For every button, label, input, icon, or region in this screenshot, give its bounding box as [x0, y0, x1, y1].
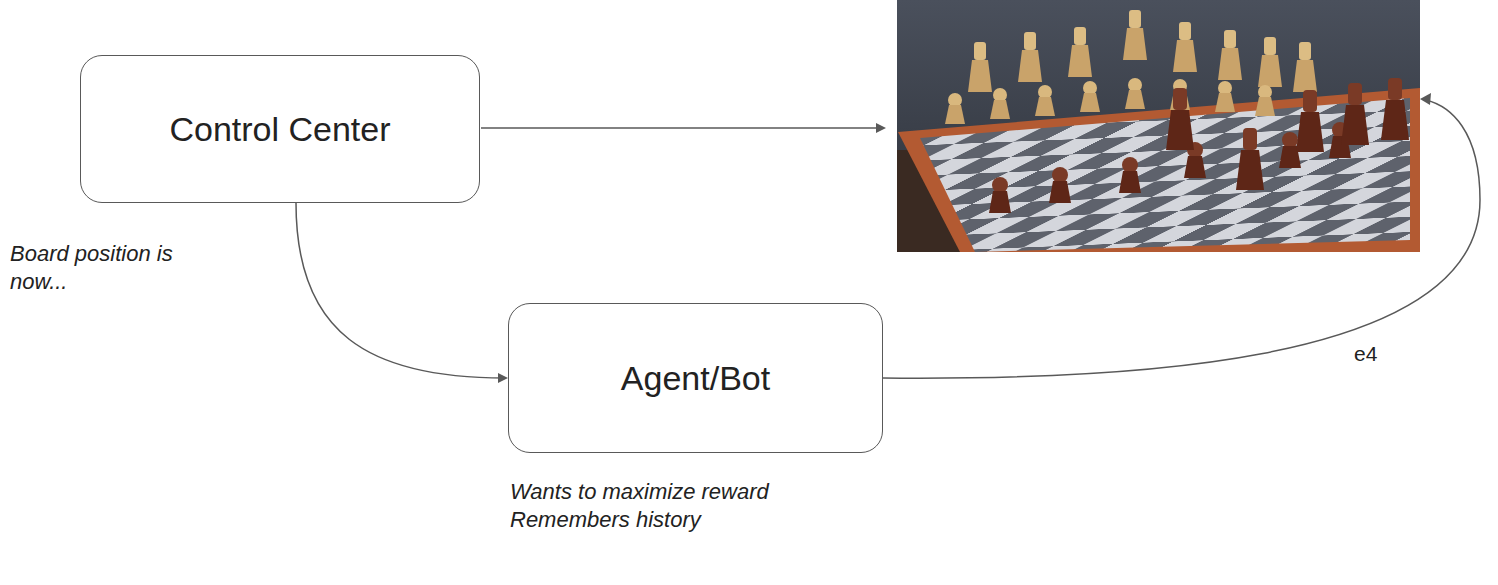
box-label: Control Center: [169, 110, 390, 149]
connector: [296, 203, 508, 383]
arrowhead: [876, 123, 886, 133]
command-arrow: [481, 127, 880, 129]
agent-note: Remembers history: [510, 506, 701, 534]
box-label: Agent/Bot: [621, 359, 770, 398]
process-box: Agent/Bot: [508, 303, 883, 453]
process-box: Control Center: [80, 55, 480, 203]
move-label: e4: [1354, 342, 1377, 366]
agent-note: Wants to maximize reward: [510, 478, 769, 506]
edge-label: Board position is now...: [10, 240, 200, 295]
move-arrow: [883, 100, 1480, 378]
chess-photo: [897, 0, 1420, 252]
arrowhead: [1420, 93, 1431, 105]
